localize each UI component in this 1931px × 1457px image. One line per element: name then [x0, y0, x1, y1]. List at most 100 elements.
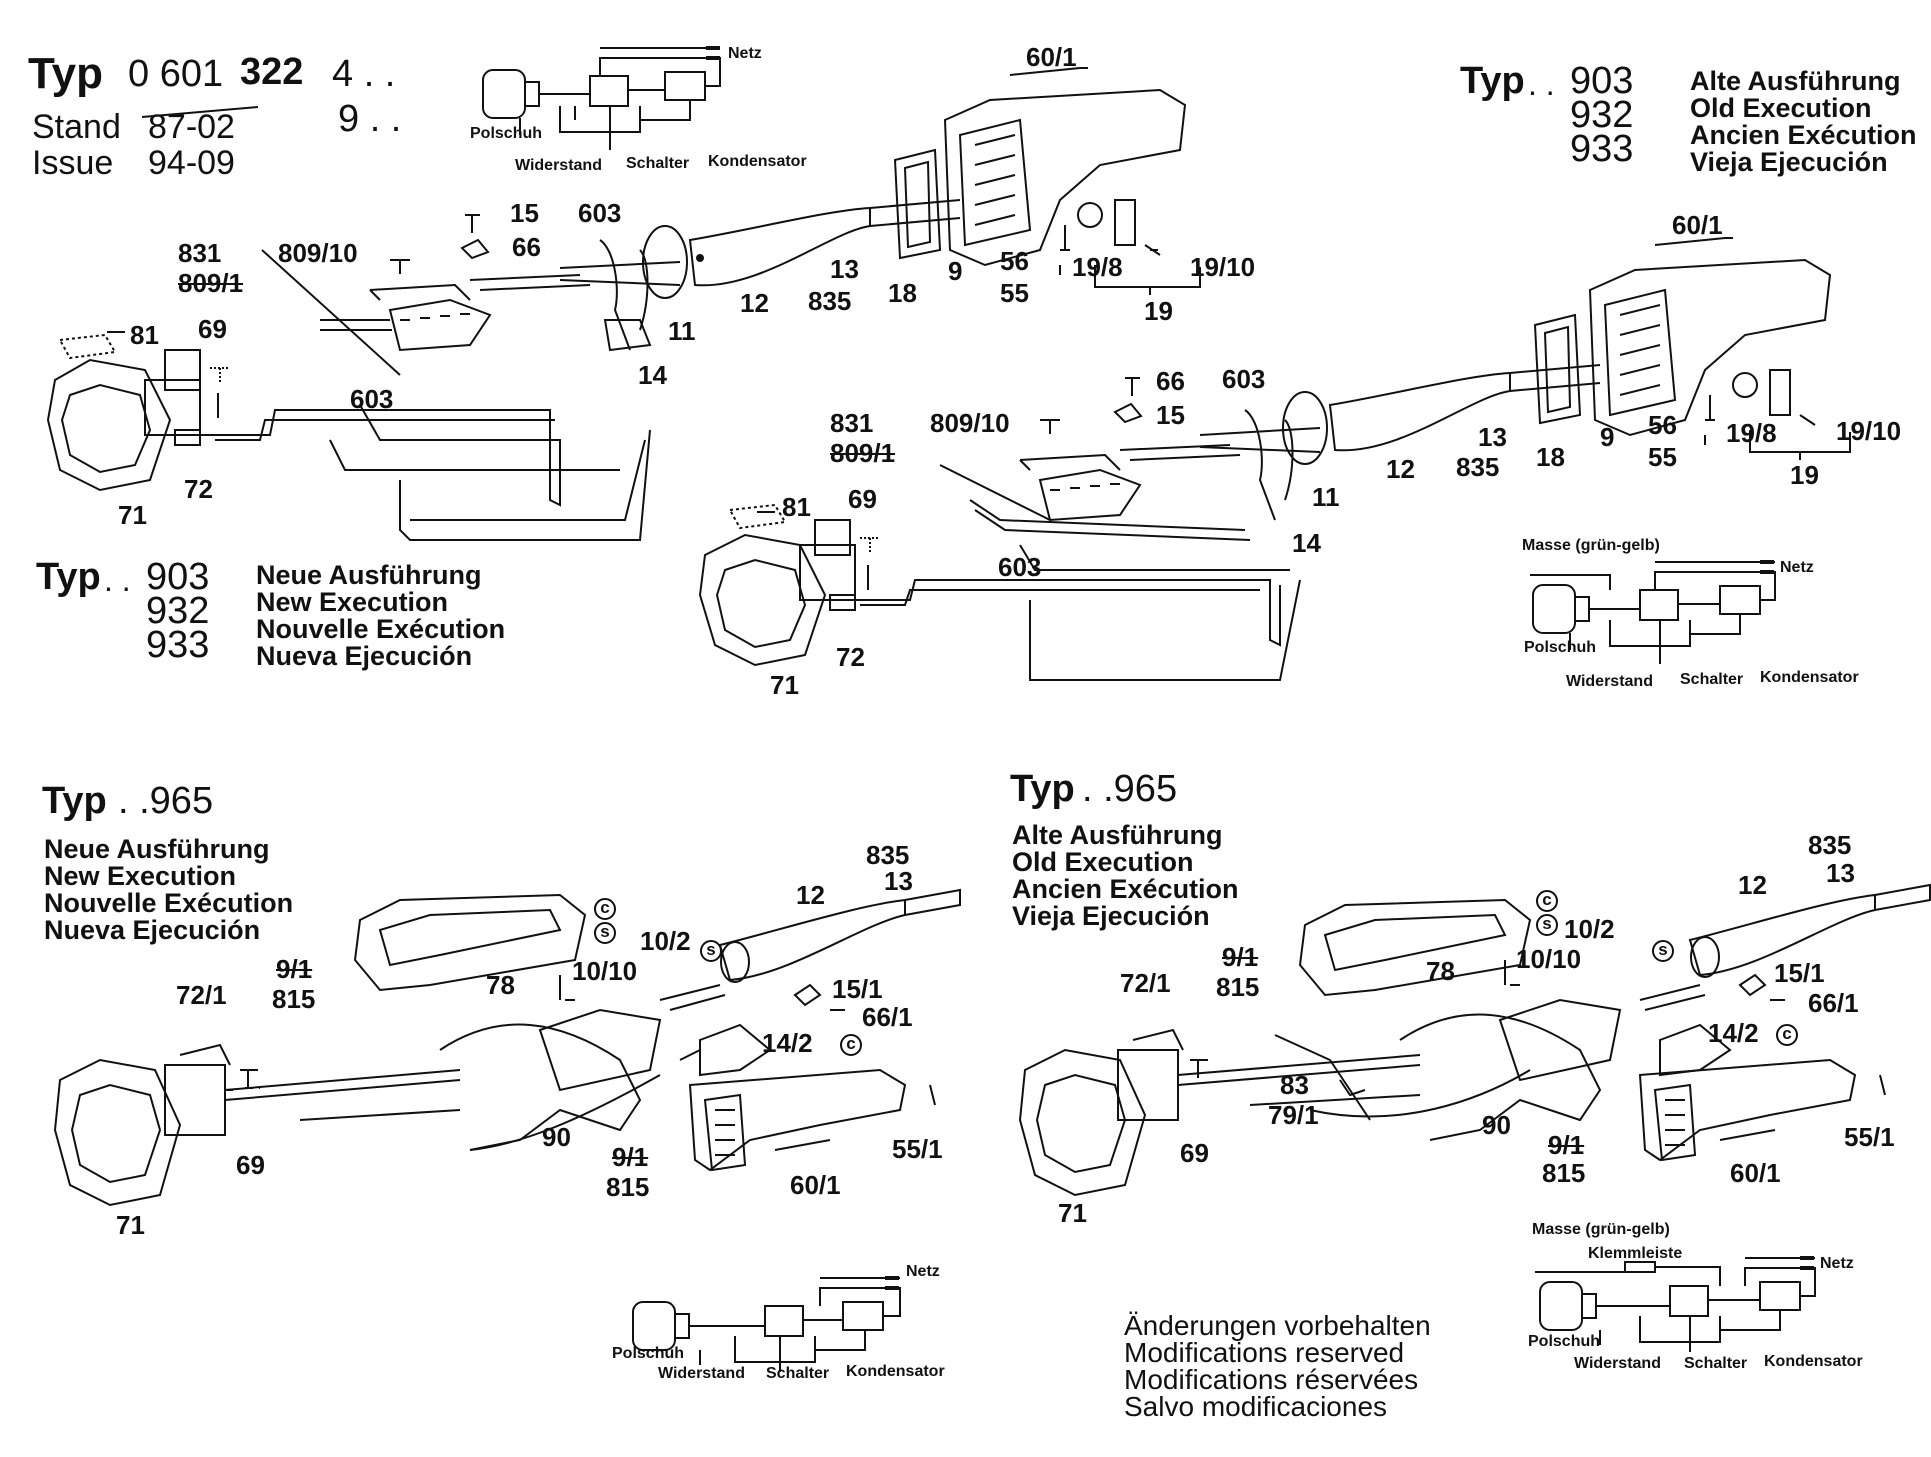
footer-line-en: Modifications reserved [1124, 1337, 1405, 1368]
section-old-903-model-2: 932 [1570, 94, 1634, 136]
section-old-965-model: . .965 [1082, 768, 1178, 810]
part-number: 71 [116, 1210, 145, 1240]
part-number: 603 [350, 384, 394, 414]
part-number: 56 [1648, 410, 1677, 440]
footer-line-fr: Modifications réservées [1124, 1364, 1419, 1395]
part-number: 831 [830, 408, 874, 438]
part-number: 90 [542, 1122, 571, 1152]
section-new-903-line-en: New Execution [256, 587, 449, 617]
part-number: 69 [1180, 1138, 1209, 1168]
issue-label: Issue [32, 144, 114, 182]
part-number: 18 [1536, 442, 1565, 472]
part-number: 66/1 [862, 1002, 913, 1032]
part-number: 55/1 [1844, 1122, 1895, 1152]
section-old-965-typ: Typ [1010, 768, 1075, 810]
part-number: 60/1 [1730, 1158, 1781, 1188]
wiring-schematic-lower-left [632, 1276, 901, 1372]
section-new-903-line-de: Neue Ausführung [256, 560, 482, 590]
part-number: 15/1 [832, 974, 883, 1004]
part-number: 13 [830, 254, 859, 284]
wiring-ul-schalter: Schalter [626, 155, 690, 172]
circled-c-icon: c [594, 898, 616, 920]
part-number: 809/10 [930, 408, 1010, 438]
section-old-965-line-fr: Ancien Exécution [1012, 874, 1239, 904]
wiring-ul-widerstand: Widerstand [515, 157, 602, 174]
part-number: 13 [1478, 422, 1507, 452]
footer-line-es: Salvo modificaciones [1124, 1391, 1388, 1422]
section-new-965-line-fr: Nouvelle Exécution [44, 888, 294, 918]
part-number: 19/10 [1836, 416, 1902, 446]
part-number: 809/10 [278, 238, 358, 268]
part-number-superseded: 809/1 [830, 438, 896, 468]
circled-s-icon: s [1652, 940, 1674, 962]
stand-label: Stand [32, 108, 121, 146]
part-number: 12 [796, 880, 825, 910]
section-new-903-model-2: 932 [146, 590, 210, 632]
exploded-view-upper-right [698, 237, 1851, 681]
part-number: 11 [1312, 482, 1340, 512]
wiring-lr-klemmleiste: Klemmleiste [1588, 1245, 1683, 1262]
part-number: 13 [884, 866, 913, 896]
part-number: 10/10 [572, 956, 638, 986]
part-number: 835 [808, 286, 852, 316]
part-number: 90 [1482, 1110, 1511, 1140]
footer-line-de: Änderungen vorbehalten [1124, 1310, 1431, 1341]
circled-c-icon: c [840, 1034, 862, 1056]
section-new-903-line-fr: Nouvelle Exécution [256, 614, 506, 644]
wiring-ul-netz: Netz [728, 45, 762, 62]
section-old-903-model-1: 903 [1570, 60, 1634, 102]
section-old-965-line-es: Vieja Ejecución [1012, 901, 1210, 931]
part-number: 603 [998, 552, 1042, 582]
section-old-903-line-es: Vieja Ejecución [1690, 147, 1888, 177]
part-number: 15 [510, 198, 539, 228]
section-old-903-dots: . . [1528, 66, 1555, 102]
wiring-ll-netz: Netz [906, 1263, 940, 1280]
header-type-suffix-2: 9 . . [338, 98, 402, 140]
part-number: 69 [848, 484, 877, 514]
part-number: 18 [888, 278, 917, 308]
circled-c-icon: c [1536, 890, 1558, 912]
part-number: 56 [1000, 246, 1029, 276]
circled-c-icon: c [1776, 1024, 1798, 1046]
section-new-965-model: . .965 [118, 780, 214, 822]
part-number-superseded: 9/1 [276, 954, 313, 984]
part-number: 815 [606, 1172, 650, 1202]
wiring-schematic-upper-left [482, 46, 721, 150]
wiring-ur-masse: Masse (grün-gelb) [1522, 537, 1660, 554]
part-number: 19/10 [1190, 252, 1256, 282]
part-number: 815 [272, 984, 316, 1014]
part-number: 78 [486, 970, 515, 1000]
part-number: 19/8 [1726, 418, 1777, 448]
part-number: 60/1 [1026, 42, 1077, 72]
exploded-view-lower-left [53, 888, 961, 1207]
part-number: 19/8 [1072, 252, 1123, 282]
section-new-965-line-en: New Execution [44, 861, 237, 891]
part-number: 14 [1292, 528, 1321, 558]
part-number: 81 [782, 492, 811, 522]
header-typ-label: Typ [28, 49, 103, 98]
wiring-ll-kondensator: Kondensator [846, 1363, 945, 1380]
part-number: 71 [770, 670, 799, 700]
section-old-965-line-de: Alte Ausführung [1012, 820, 1223, 850]
section-new-903-typ: Typ [36, 556, 101, 598]
part-number: 12 [1738, 870, 1767, 900]
part-number: 69 [236, 1150, 265, 1180]
part-number: 72 [836, 642, 865, 672]
wiring-ur-widerstand: Widerstand [1566, 673, 1653, 690]
part-number-superseded: 9/1 [1222, 942, 1259, 972]
part-number: 66 [512, 232, 541, 262]
part-number: 9 [948, 256, 963, 286]
part-number: 71 [118, 500, 147, 530]
part-number: 10/10 [1516, 944, 1582, 974]
part-number: 60/1 [790, 1170, 841, 1200]
part-number: 835 [866, 840, 910, 870]
wiring-lr-polschuh: Polschuh [1528, 1333, 1601, 1350]
section-old-903-model-3: 933 [1570, 128, 1634, 170]
section-new-965-typ: Typ [42, 780, 107, 822]
issue-value: 94-09 [148, 144, 235, 182]
exploded-view-upper-left [46, 67, 1201, 541]
wiring-ur-polschuh: Polschuh [1524, 639, 1597, 656]
wiring-lr-netz: Netz [1820, 1255, 1854, 1272]
part-number: 78 [1426, 956, 1455, 986]
wiring-ll-widerstand: Widerstand [658, 1365, 745, 1382]
